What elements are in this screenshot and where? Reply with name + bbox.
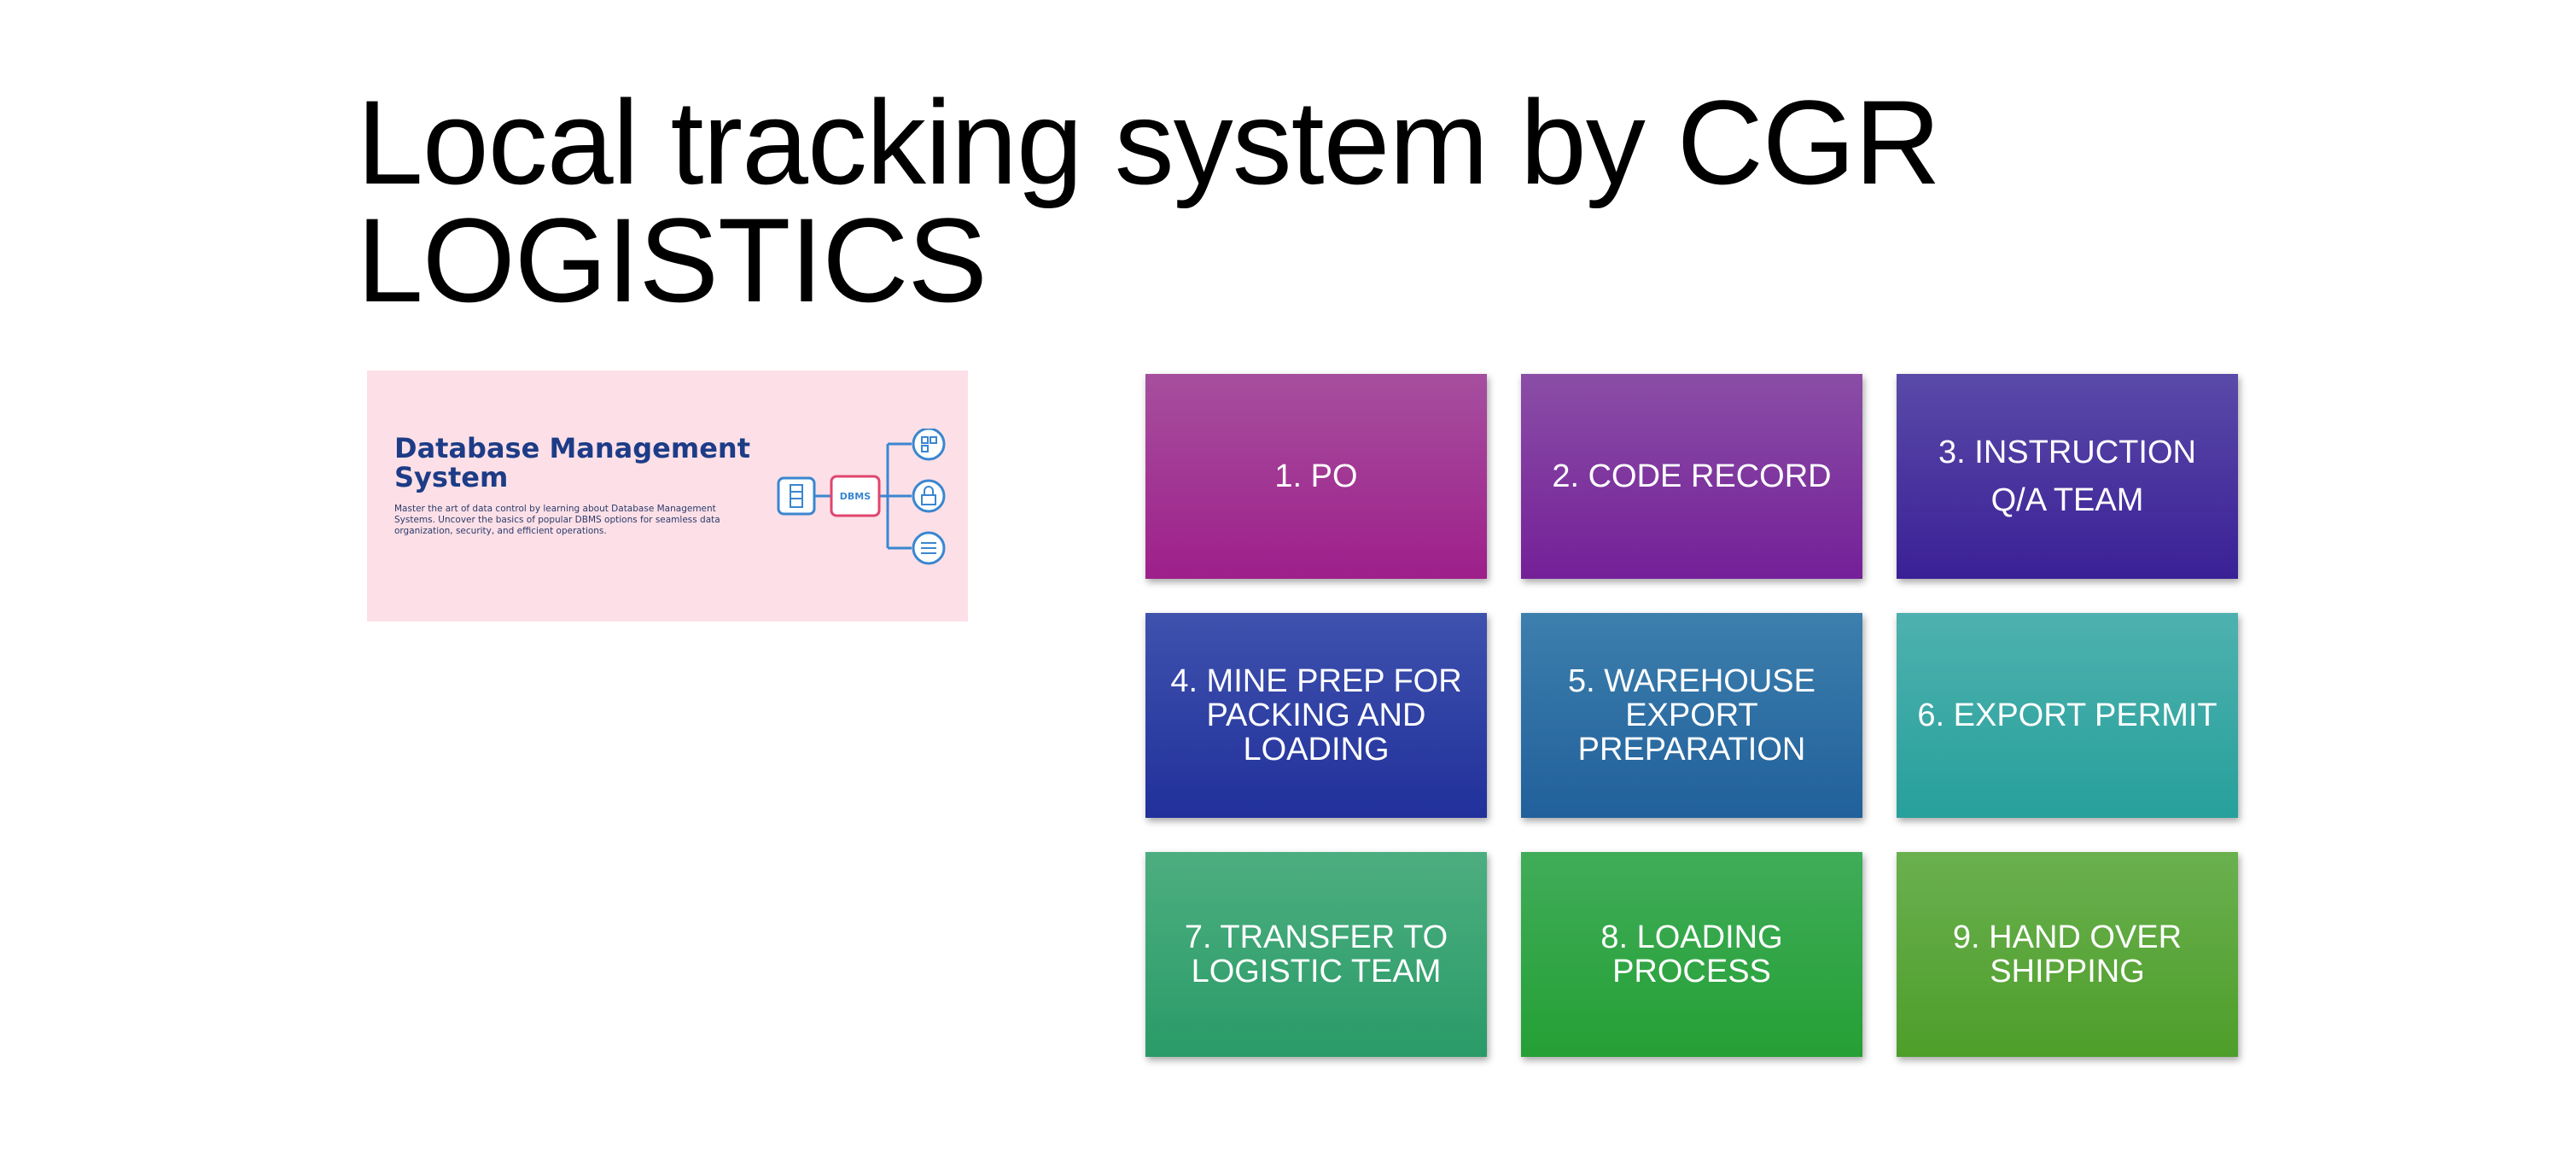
banner-heading: Database Management System — [394, 434, 770, 492]
step-tile-label: 1. PO — [1274, 458, 1358, 494]
slide-title-line-2: LOGISTICS — [357, 193, 988, 327]
step-tile-export-permit[interactable]: 6. EXPORT PERMIT — [1897, 613, 2238, 818]
dbms-box-icon: DBMS — [830, 475, 881, 517]
diagram-label: DBMS — [840, 491, 871, 502]
step-tile-loading-process[interactable]: 8. LOADING PROCESS — [1521, 852, 1862, 1057]
banner-description: Master the art of data control by learni… — [394, 504, 720, 536]
step-tile-label: 5. WAREHOUSE EXPORT PREPARATION — [1568, 663, 1815, 767]
step-tile-warehouse-export[interactable]: 5. WAREHOUSE EXPORT PREPARATION — [1521, 613, 1862, 818]
step-tile-code-record[interactable]: 2. CODE RECORD — [1521, 374, 1862, 579]
step-tile-instruction-qa-team[interactable]: 3. INSTRUCTION Q/A TEAM — [1897, 374, 2238, 579]
step-tile-hand-over-shipping[interactable]: 9. HAND OVER SHIPPING — [1897, 852, 2238, 1057]
step-tile-label: 7. TRANSFER TO LOGISTIC TEAM — [1184, 919, 1448, 989]
process-steps-grid: 1. PO 2. CODE RECORD 3. INSTRUCTION Q/A … — [1145, 374, 2238, 1057]
list-icon — [912, 531, 946, 565]
step-tile-label: 9. HAND OVER SHIPPING — [1952, 919, 2183, 989]
qr-code-icon — [912, 429, 946, 461]
step-tile-transfer-logistic[interactable]: 7. TRANSFER TO LOGISTIC TEAM — [1145, 852, 1487, 1057]
banner-heading-line-2: System — [394, 461, 509, 493]
lock-icon — [912, 479, 946, 513]
banner-heading-line-1: Database Management — [394, 432, 750, 464]
step-tile-label: 4. MINE PREP FOR PACKING AND LOADING — [1170, 663, 1462, 767]
step-tile-po[interactable]: 1. PO — [1145, 374, 1487, 579]
step-tile-label: 3. INSTRUCTION Q/A TEAM — [1938, 435, 2196, 518]
server-icon — [777, 476, 816, 516]
step-tile-label: 8. LOADING PROCESS — [1600, 919, 1783, 989]
step-tile-mine-prep[interactable]: 4. MINE PREP FOR PACKING AND LOADING — [1145, 613, 1487, 818]
dbms-banner-image: Database Management System Master the ar… — [367, 371, 968, 622]
step-tile-label: 6. EXPORT PERMIT — [1917, 697, 2218, 733]
slide-title-line-1: Local tracking system by CGR — [357, 75, 1941, 209]
step-tile-label: 2. CODE RECORD — [1552, 458, 1832, 494]
dbms-diagram: DBMS — [777, 429, 946, 565]
slide-title: Local tracking system by CGR LOGISTICS — [357, 75, 2064, 327]
